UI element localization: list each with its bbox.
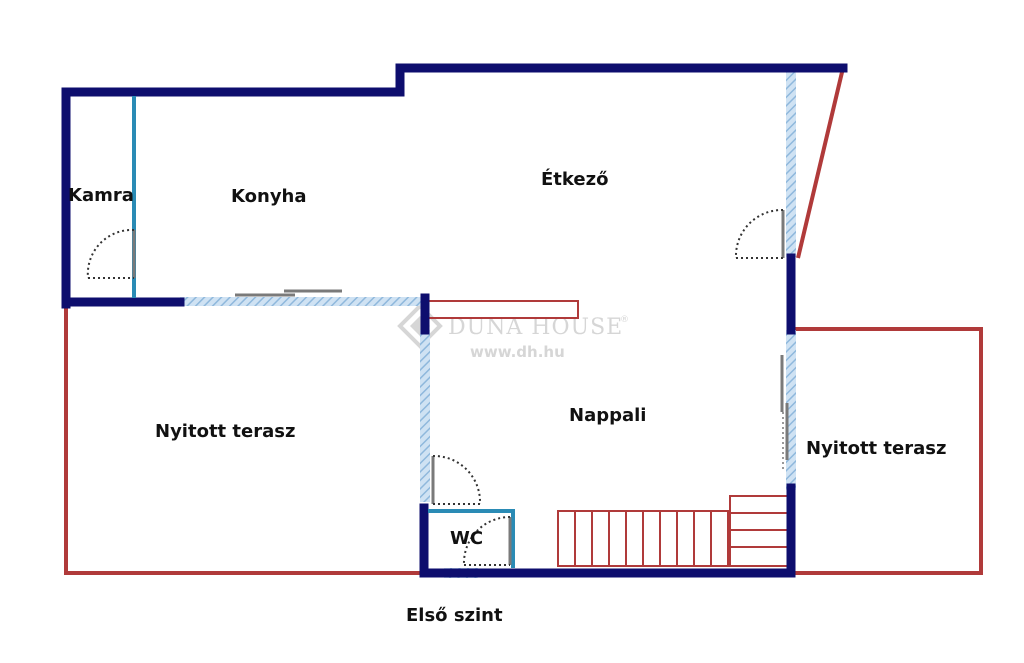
watermark: DUNA HOUSE ® www.dh.hu — [397, 303, 629, 361]
room-label-terasz-right: Nyitott terasz — [806, 438, 946, 459]
watermark-brand: DUNA HOUSE — [448, 315, 623, 340]
walls — [61, 63, 848, 578]
door-wc — [462, 515, 512, 566]
partition-wc — [428, 509, 515, 568]
door-living — [431, 454, 482, 505]
room-label-wc: WC — [450, 528, 483, 549]
terrace-outlines — [64, 67, 983, 575]
window-kitchen-bottom — [180, 297, 425, 306]
door-kamra — [86, 228, 136, 279]
door-terrace-right — [780, 355, 789, 470]
stairs — [557, 495, 789, 567]
window-living-left — [420, 330, 430, 502]
wall-outer-top — [61, 63, 848, 309]
wall-bottom — [419, 483, 796, 578]
window-dining-right — [786, 72, 796, 257]
room-label-terasz-left: Nyitott terasz — [155, 421, 295, 442]
door-dining — [734, 208, 785, 259]
terrace-right-outline — [795, 327, 983, 575]
room-label-kamra: Kamra — [68, 185, 134, 206]
watermark-url: www.dh.hu — [470, 343, 565, 361]
room-label-etkezo: Étkező — [541, 168, 608, 190]
terrace-left-outline — [64, 304, 420, 575]
room-label-konyha: Konyha — [231, 186, 307, 207]
floor-label: Első szint — [406, 605, 503, 626]
balcony-diagonal-railing — [796, 67, 845, 259]
room-label-nappali: Nappali — [569, 405, 646, 426]
watermark-registered: ® — [620, 315, 629, 325]
sliding-doors-kitchen — [235, 289, 342, 297]
window-living-right — [786, 330, 796, 490]
